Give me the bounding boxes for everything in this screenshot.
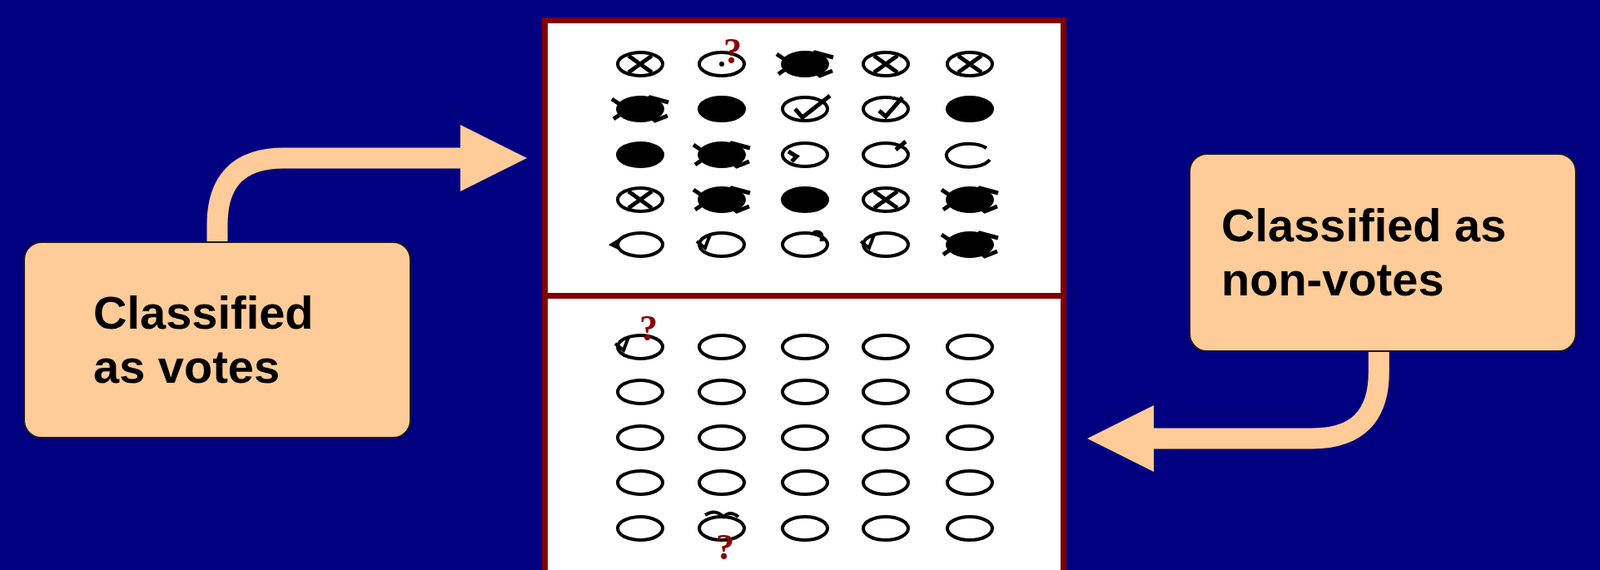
arrow-shaft xyxy=(217,158,461,242)
ballot-panel: ?? xyxy=(541,293,1067,570)
box-label: Classified as non-votes xyxy=(1221,198,1530,308)
question-mark: ? xyxy=(715,529,735,567)
flow-arrow xyxy=(217,124,527,242)
classification-box: Classified as votes xyxy=(23,241,412,439)
arrow-shaft xyxy=(1153,352,1379,439)
flow-arrow xyxy=(1087,352,1379,473)
box-label: Classified as votes xyxy=(93,286,352,395)
question-mark: ? xyxy=(723,33,742,70)
classification-box: Classified as non-votes xyxy=(1188,153,1577,353)
ballot-panel: ? xyxy=(541,17,1067,299)
question-mark: ? xyxy=(639,310,658,348)
arrow-head xyxy=(1087,405,1154,473)
arrow-head xyxy=(460,124,527,192)
